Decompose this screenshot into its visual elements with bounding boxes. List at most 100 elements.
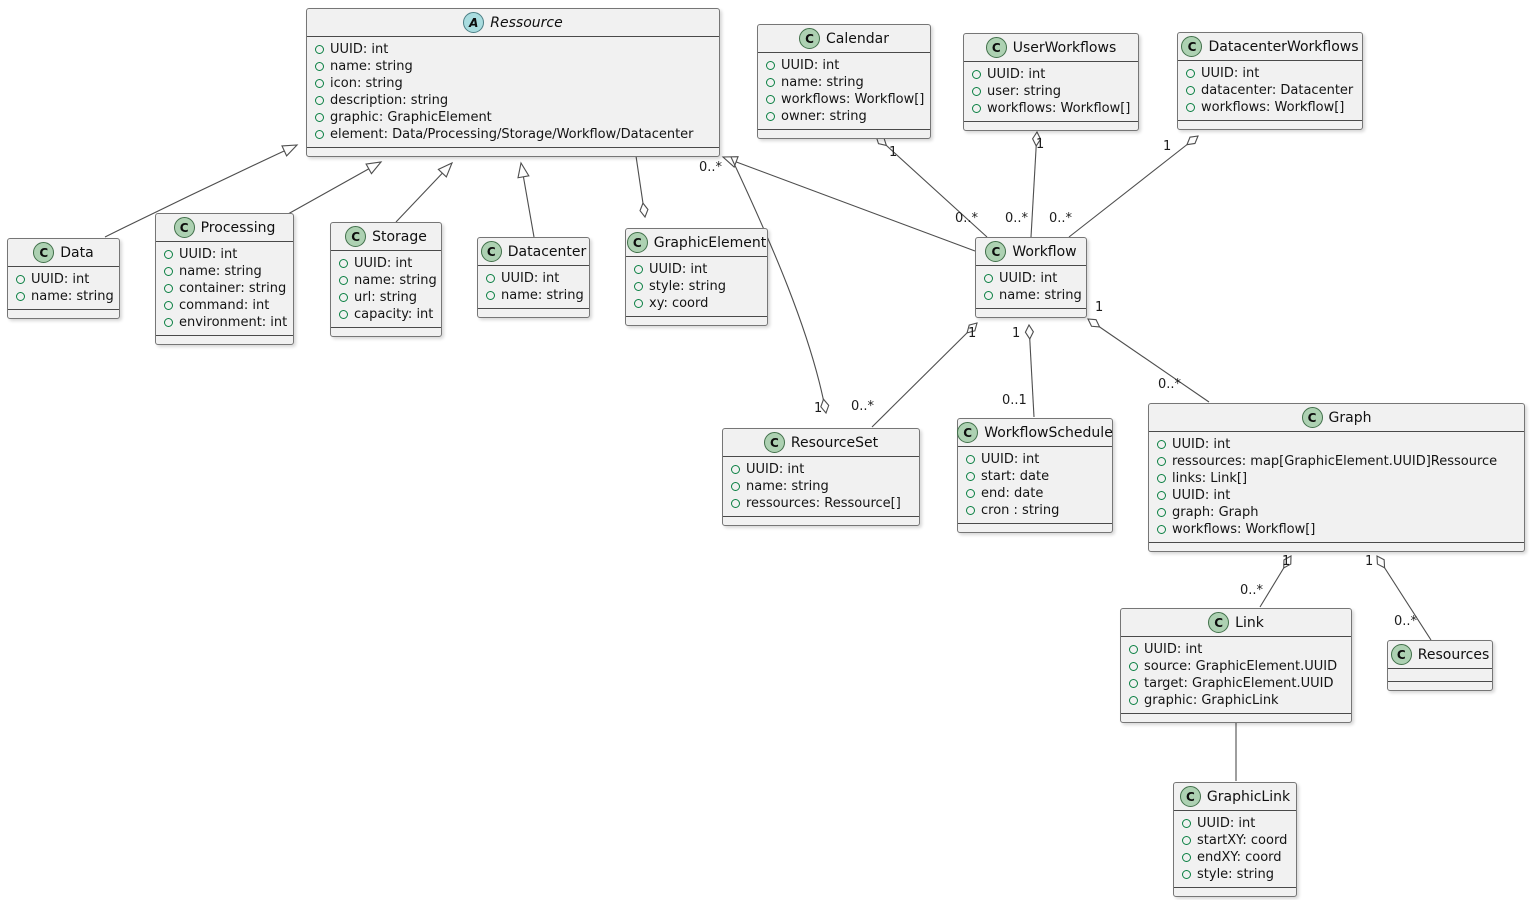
field-public-visibility-icon — [1186, 86, 1195, 95]
attribute-row: cron : string — [966, 502, 1104, 519]
multiplicity-label: 1 — [968, 326, 977, 341]
edge-workflow-resourceset-aggregation — [871, 322, 978, 428]
attribute-row: container: string — [164, 280, 287, 297]
attribute-row: element: Data/Processing/Storage/Workflo… — [315, 126, 711, 143]
attribute-text: UUID: int — [1197, 816, 1256, 831]
field-public-visibility-icon — [1129, 679, 1138, 688]
attribute-row: xy: coord — [634, 295, 759, 312]
class-name: Data — [60, 244, 94, 261]
field-public-visibility-icon — [315, 130, 324, 139]
class-name: UserWorkflows — [1012, 39, 1117, 56]
methods-compartment — [156, 335, 293, 344]
field-public-visibility-icon — [984, 291, 993, 300]
field-public-visibility-icon — [486, 291, 495, 300]
field-public-visibility-icon — [966, 506, 975, 515]
attribute-row: name: string — [731, 478, 911, 495]
class-name: Datacenter — [507, 243, 587, 260]
edge-ressource-graphicelement-aggregation — [635, 155, 649, 219]
class-userworkflows-header: C UserWorkflows — [964, 34, 1138, 62]
class-data-header: C Data — [8, 239, 119, 267]
attribute-text: UUID: int — [1172, 437, 1231, 452]
field-public-visibility-icon — [972, 104, 981, 113]
attribute-text: user: string — [987, 84, 1061, 99]
class-storage-header: C Storage — [331, 223, 441, 251]
attribute-row: start: date — [966, 468, 1104, 485]
methods-compartment — [1149, 542, 1524, 551]
class-name: Workflow — [1012, 243, 1077, 260]
class-name: GraphicElement — [653, 234, 767, 251]
attribute-row: graphic: GraphicElement — [315, 109, 711, 126]
field-public-visibility-icon — [766, 61, 775, 70]
attribute-row: UUID: int — [1157, 436, 1516, 453]
edge-graph-resources-aggregation — [1376, 555, 1432, 641]
attribute-text: source: GraphicElement.UUID — [1144, 659, 1338, 674]
class-badge-icon: C — [763, 432, 785, 453]
attribute-text: graphic: GraphicElement — [330, 110, 492, 125]
field-public-visibility-icon — [1182, 870, 1191, 879]
attribute-row: endXY: coord — [1182, 849, 1288, 866]
attribute-row: capacity: int — [339, 306, 433, 323]
class-name: WorkflowSchedule — [984, 424, 1113, 441]
field-public-visibility-icon — [1157, 525, 1166, 534]
class-name: Graph — [1328, 409, 1372, 426]
field-public-visibility-icon — [339, 293, 348, 302]
field-public-visibility-icon — [339, 310, 348, 319]
edge-userworkflows-workflow-aggregation — [1030, 130, 1042, 238]
attribute-row: source: GraphicElement.UUID — [1129, 658, 1343, 675]
attribute-text: style: string — [649, 279, 727, 294]
attribute-text: style: string — [1197, 867, 1275, 882]
class-badge-icon: C — [345, 226, 367, 247]
field-public-visibility-icon — [766, 95, 775, 104]
attribute-text: owner: string — [781, 109, 867, 124]
field-public-visibility-icon — [16, 292, 25, 301]
attribute-text: UUID: int — [746, 462, 805, 477]
attribute-text: name: string — [781, 75, 864, 90]
methods-compartment — [958, 523, 1112, 532]
attribute-text: graph: Graph — [1172, 505, 1259, 520]
attribute-text: UUID: int — [1201, 66, 1260, 81]
class-workflow-header: C Workflow — [976, 238, 1086, 266]
attribute-row: links: Link[] — [1157, 470, 1516, 487]
attribute-text: url: string — [354, 290, 418, 305]
field-public-visibility-icon — [1157, 440, 1166, 449]
class-badge-icon: C — [957, 422, 979, 443]
attribute-row: UUID: int — [766, 57, 922, 74]
attribute-text: ressources: map[GraphicElement.UUID]Ress… — [1172, 454, 1498, 469]
methods-compartment — [331, 327, 441, 336]
class-badge-icon: C — [626, 232, 648, 253]
multiplicity-label: 0..* — [1005, 211, 1029, 226]
attribute-text: UUID: int — [179, 247, 238, 262]
attribute-row: UUID: int — [634, 261, 759, 278]
multiplicity-label: 0..* — [1158, 377, 1182, 392]
class-badge-icon: C — [799, 28, 821, 49]
edge-data-extends-ressource — [104, 144, 299, 238]
attribute-text: UUID: int — [981, 452, 1040, 467]
multiplicity-label: 0..1 — [1002, 393, 1027, 408]
class-badge-icon: C — [33, 242, 55, 263]
multiplicity-label: 1 — [814, 401, 823, 416]
attribute-row: style: string — [634, 278, 759, 295]
attribute-row: UUID: int — [1129, 641, 1343, 658]
field-public-visibility-icon — [315, 79, 324, 88]
attribute-row: name: string — [486, 287, 584, 304]
class-datacenterworkflows-header: C DatacenterWorkflows — [1178, 33, 1362, 61]
class-name: GraphicLink — [1206, 788, 1291, 805]
attribute-row: startXY: coord — [1182, 832, 1288, 849]
attribute-row: description: string — [315, 92, 711, 109]
attribute-text: UUID: int — [501, 271, 560, 286]
class-badge-icon: C — [985, 37, 1007, 58]
edge-storage-extends-ressource — [395, 161, 454, 223]
multiplicity-label: 0..* — [1049, 211, 1073, 226]
attribute-text: container: string — [179, 281, 287, 296]
attribute-row: graph: Graph — [1157, 504, 1516, 521]
field-public-visibility-icon — [966, 489, 975, 498]
class-resources: C Resources — [1387, 640, 1493, 691]
attribute-text: datacenter: Datacenter — [1201, 83, 1354, 98]
